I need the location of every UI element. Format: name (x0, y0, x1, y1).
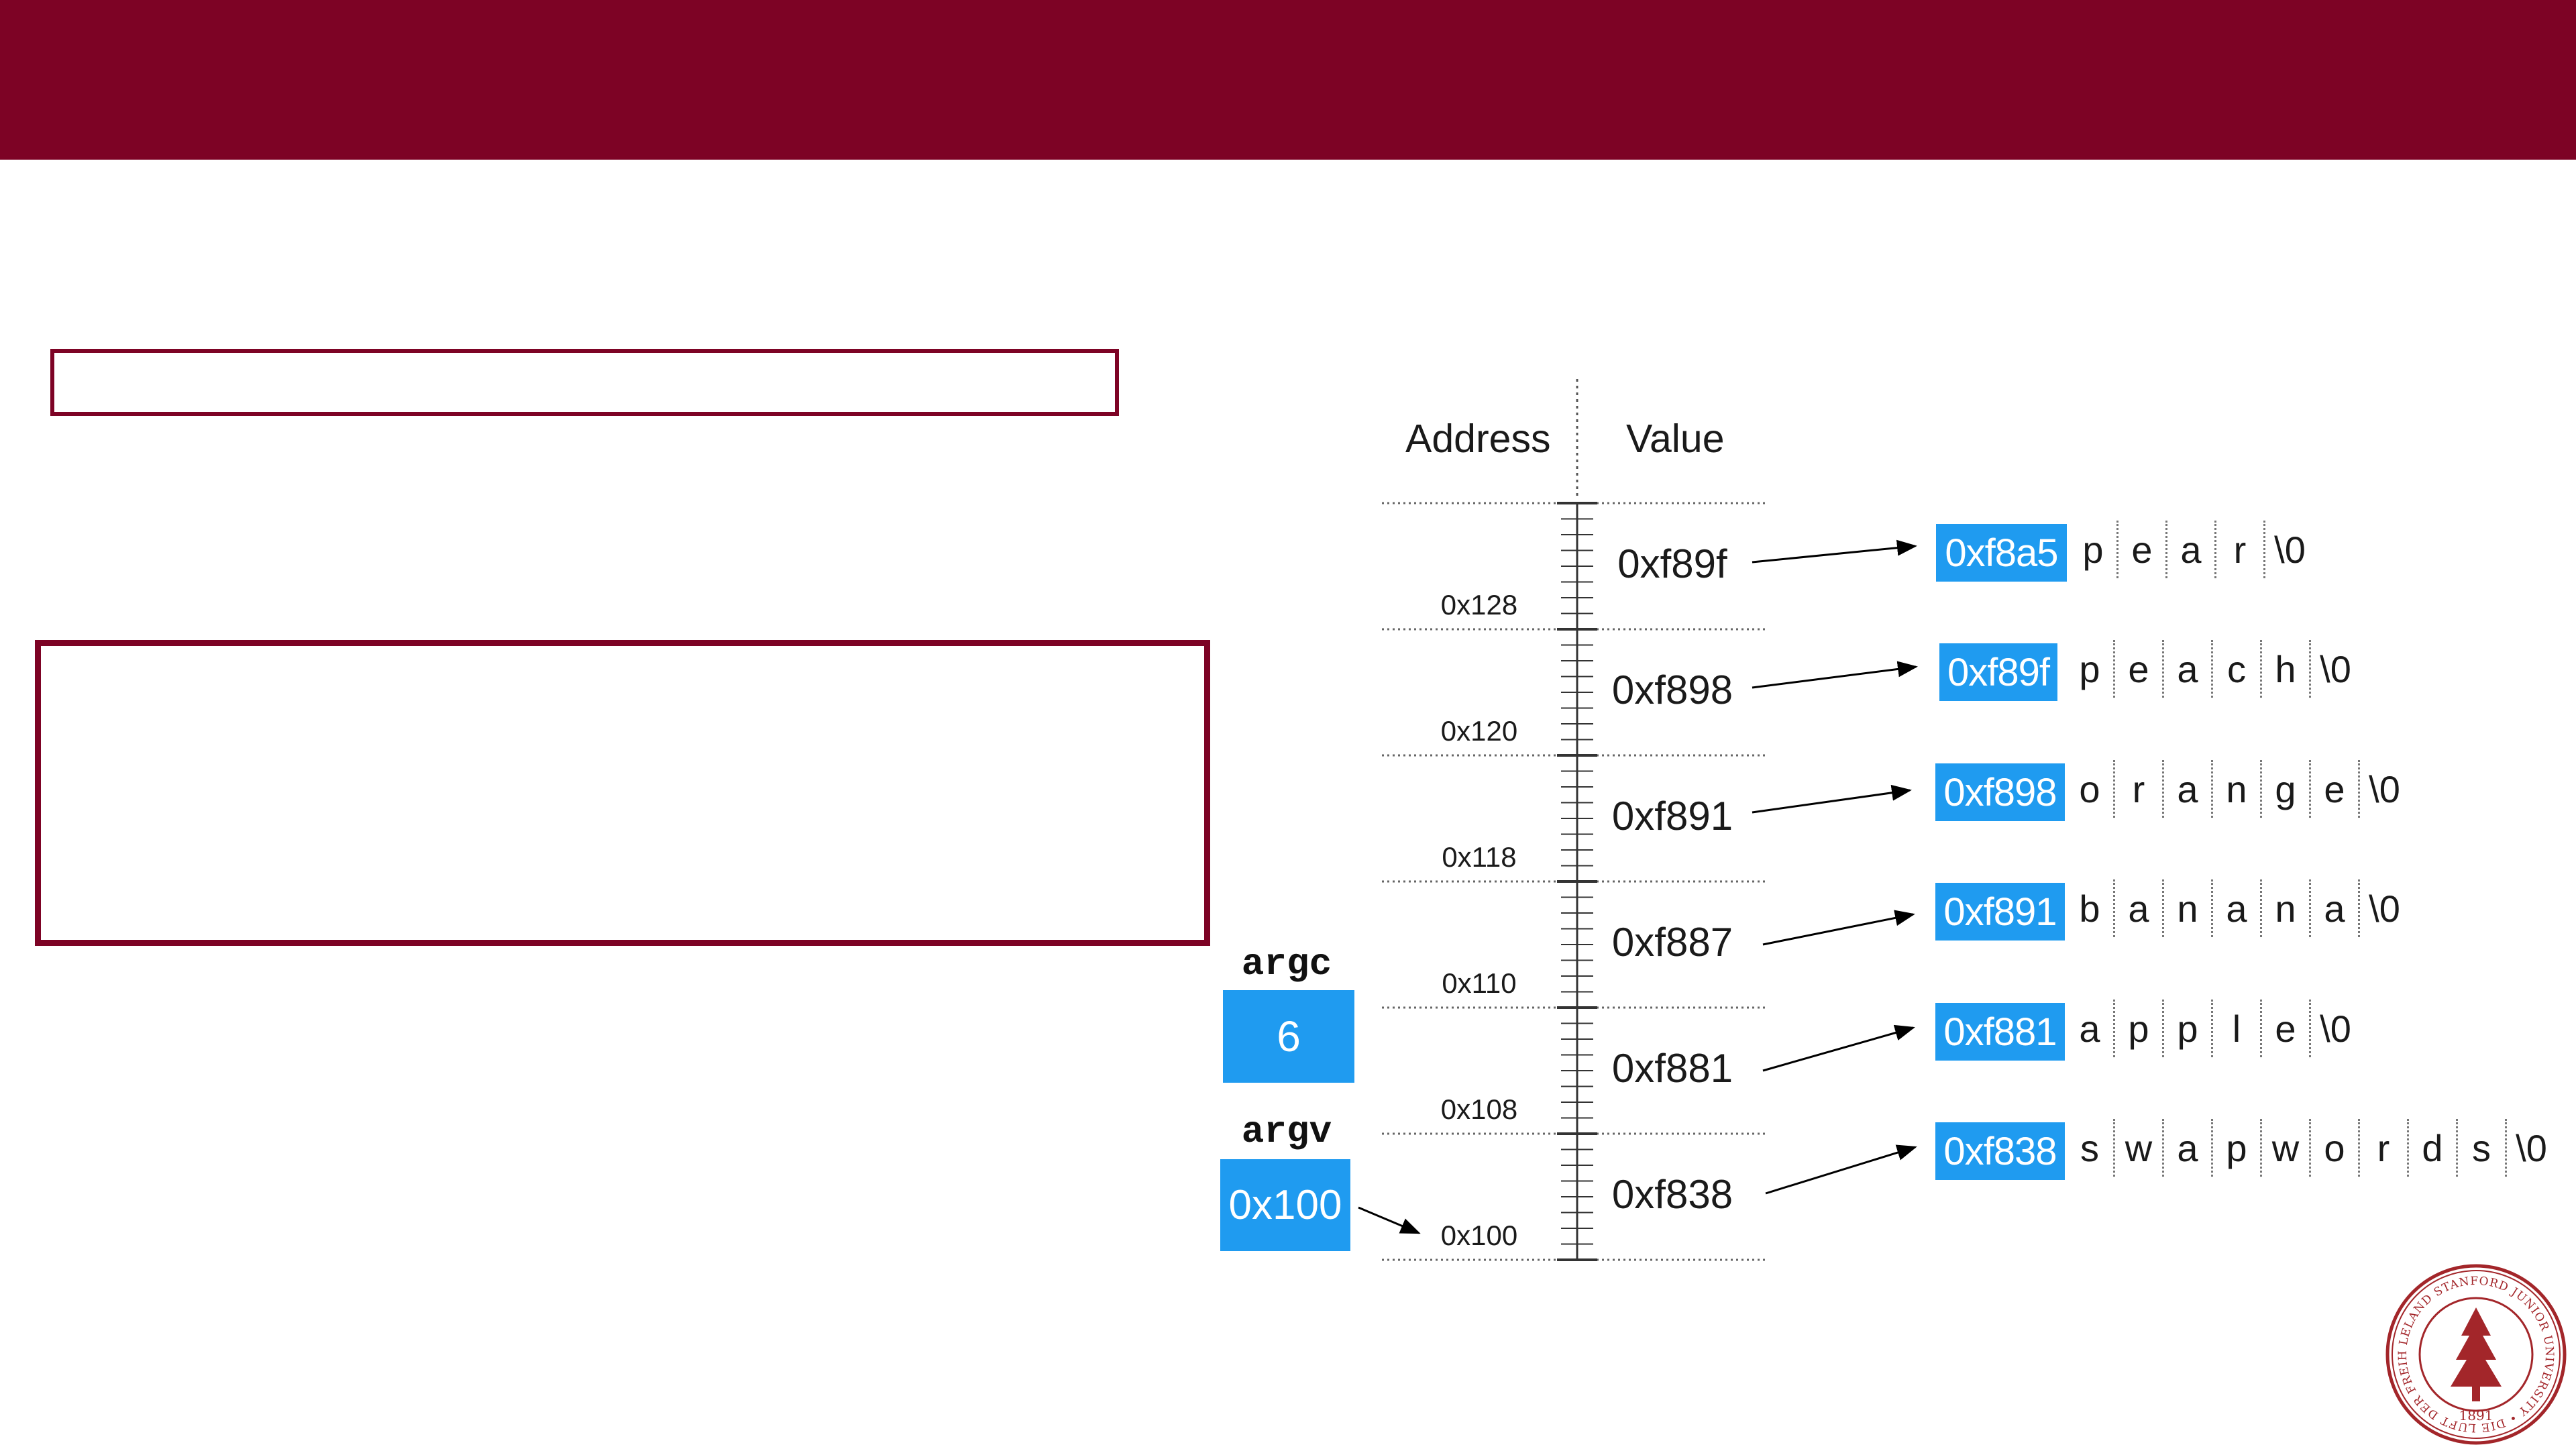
svg-text:1891: 1891 (2459, 1407, 2493, 1424)
code-box (50, 349, 1119, 416)
char-cell: a (2311, 879, 2360, 937)
char-cell: \0 (2516, 1126, 2547, 1169)
slot-value: 0xf891 (1611, 794, 1733, 839)
char-cell: n (2213, 760, 2262, 818)
slot-address: 0x128 (1440, 589, 1518, 621)
slot-value: 0xf881 (1611, 1046, 1733, 1091)
char-cell: \0 (2369, 887, 2400, 930)
string-address-box: 0xf8a5 (1936, 524, 2067, 582)
char-cell: \0 (2274, 528, 2306, 571)
char-cell: p (2164, 1000, 2213, 1057)
char-cell: p (2115, 1000, 2164, 1057)
char-cell: r (2216, 521, 2265, 578)
char-cell: \0 (2320, 1007, 2351, 1050)
char-cell: e (2118, 521, 2167, 578)
char-cell: e (2262, 1000, 2311, 1057)
char-cell: a (2066, 1000, 2115, 1057)
char-cell: g (2262, 760, 2311, 818)
pointer-arrow (1762, 910, 1915, 946)
char-cell: p (2213, 1119, 2262, 1177)
pointer-arrow (1752, 539, 1917, 564)
char-cell: e (2311, 760, 2360, 818)
argc-label: argc (1241, 943, 1332, 985)
char-cell: \0 (2320, 647, 2351, 690)
string-address-box: 0xf898 (1935, 763, 2065, 821)
slot-value: 0xf898 (1611, 667, 1733, 712)
string-address-box: 0xf838 (1935, 1122, 2065, 1180)
char-cell: n (2262, 879, 2311, 937)
slot-address: 0x120 (1440, 715, 1518, 747)
argv-label: argv (1241, 1110, 1332, 1153)
char-cell: p (2066, 640, 2115, 698)
char-cell: e (2115, 640, 2164, 698)
char-cell: b (2066, 879, 2115, 937)
char-cell: a (2164, 640, 2213, 698)
char-cell: d (2409, 1119, 2458, 1177)
string-address-box: 0xf89f (1939, 643, 2057, 701)
string-address-box: 0xf891 (1935, 883, 2065, 941)
char-cell: a (2213, 879, 2262, 937)
char-cell: w (2262, 1119, 2311, 1177)
char-cell: r (2360, 1119, 2409, 1177)
char-cell: o (2311, 1119, 2360, 1177)
char-cell: s (2066, 1119, 2115, 1177)
char-cell: o (2066, 760, 2115, 818)
slot-value: 0xf89f (1617, 541, 1727, 586)
slot-value: 0xf838 (1611, 1172, 1733, 1217)
char-cell: n (2164, 879, 2213, 937)
char-cell: h (2262, 640, 2311, 698)
char-cell: c (2213, 640, 2262, 698)
char-cell: s (2458, 1119, 2507, 1177)
slot-address: 0x110 (1442, 967, 1517, 999)
char-cell: p (2070, 521, 2118, 578)
string-address-box: 0xf881 (1935, 1003, 2065, 1061)
char-cell: a (2164, 760, 2213, 818)
pointer-arrow (1762, 1024, 1915, 1072)
pointer-arrow (1752, 661, 1918, 689)
value-column-header: Value (1626, 417, 1725, 461)
code-panel (35, 640, 1210, 946)
slot-value: 0xf887 (1611, 920, 1733, 965)
address-column-header: Address (1405, 417, 1551, 461)
char-cell: w (2115, 1119, 2164, 1177)
slot-address: 0x118 (1442, 841, 1517, 873)
slot-address: 0x100 (1440, 1220, 1518, 1251)
char-cell: r (2115, 760, 2164, 818)
char-cell: a (2164, 1119, 2213, 1177)
char-cell: l (2213, 1000, 2262, 1057)
argc-value-box: 6 (1223, 990, 1354, 1083)
argv-arrow (1358, 1206, 1421, 1234)
title-bar (0, 0, 2576, 160)
pointer-arrow (1752, 784, 1912, 814)
char-cell: a (2115, 879, 2164, 937)
char-cell: a (2167, 521, 2216, 578)
pointer-arrow (1765, 1144, 1917, 1195)
slot-address: 0x108 (1440, 1093, 1518, 1125)
stanford-seal-logo: LELAND STANFORD JUNIOR UNIVERSITY • DIE … (2383, 1262, 2567, 1445)
argv-value-box: 0x100 (1220, 1159, 1350, 1251)
char-cell: \0 (2369, 767, 2400, 810)
